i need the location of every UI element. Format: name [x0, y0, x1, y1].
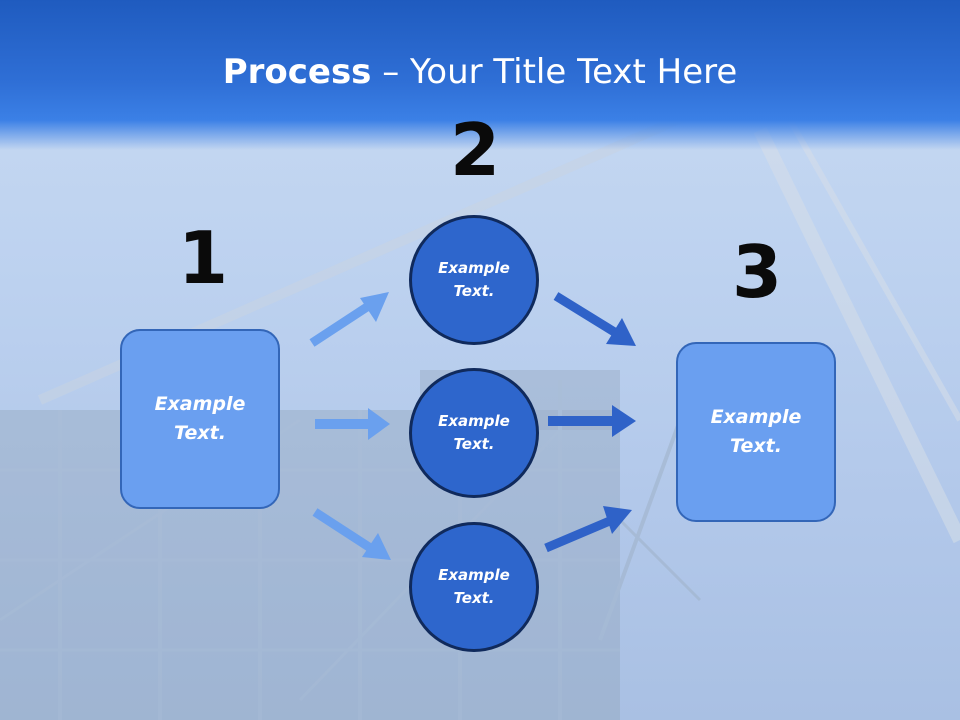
circle-bottom-text: Example Text. — [438, 566, 510, 607]
arrow-left-to-bottom — [312, 508, 391, 560]
step-2-circle-middle: Example Text. — [409, 368, 539, 498]
step-2-circle-bottom: Example Text. — [409, 522, 539, 652]
title-rest: – Your Title Text Here — [371, 52, 738, 92]
circle-top-text: Example Text. — [438, 259, 510, 300]
arrow-top-to-right — [553, 292, 636, 346]
arrow-left-to-middle — [315, 408, 390, 440]
title-bar — [0, 0, 960, 150]
slide-title: Process – Your Title Text Here — [0, 52, 960, 92]
arrow-bottom-to-right — [544, 506, 632, 553]
step-1-box: Example Text. — [120, 329, 280, 509]
title-bold: Process — [222, 52, 372, 92]
arrow-left-to-top — [309, 292, 389, 347]
step-3-text: Example Text. — [710, 406, 802, 457]
step-3-box: Example Text. — [676, 342, 836, 522]
circle-middle-text: Example Text. — [438, 412, 510, 453]
step-number-3: 3 — [732, 230, 783, 314]
step-1-text: Example Text. — [154, 393, 246, 444]
arrow-middle-to-right — [548, 405, 636, 437]
step-2-circle-top: Example Text. — [409, 215, 539, 345]
step-number-2: 2 — [450, 108, 501, 192]
step-number-1: 1 — [178, 216, 229, 300]
